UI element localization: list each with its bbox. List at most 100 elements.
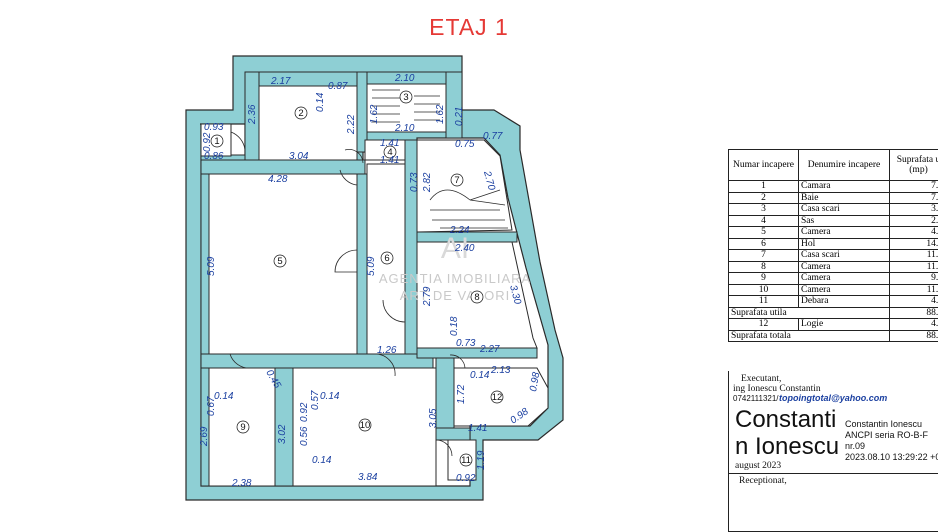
room-label-12: 12 xyxy=(491,391,503,403)
svg-text:5: 5 xyxy=(277,256,282,267)
wall-segment xyxy=(436,428,470,440)
legend-cell: 5 xyxy=(729,227,799,239)
dim-label: 2.79 xyxy=(422,286,433,307)
legend-cell: 2 xyxy=(729,192,799,204)
legend-header: Denumire incapere xyxy=(799,150,890,181)
dim-label: 0.14 xyxy=(315,92,326,112)
floor-plan: AI AGENTIA IMOBILIARA ART DE VALORI 1 2 … xyxy=(0,0,720,527)
dim-label: 0.14 xyxy=(320,391,340,402)
receptionat-label: Receptionat, xyxy=(739,476,787,486)
legend-header-row: Numar incapere Denumire incapere Suprafa… xyxy=(729,150,938,181)
legend-header: Suprafata u (mp) xyxy=(890,150,938,181)
svg-text:2: 2 xyxy=(298,108,303,119)
plan-date: august 2023 xyxy=(735,461,781,471)
dim-label: 2.13 xyxy=(490,365,511,376)
room-label-6: 6 xyxy=(381,252,393,264)
legend-cell: 11.8 xyxy=(890,284,938,296)
legend-cell: 4.2 xyxy=(890,227,938,239)
legend-cell: 88.4 xyxy=(890,307,938,319)
dim-label: 2.24 xyxy=(449,225,470,236)
dim-label: 0.67 xyxy=(206,396,217,416)
legend-cell: 9.5 xyxy=(890,273,938,285)
watermark-line1: AGENTIA IMOBILIARA xyxy=(379,271,531,286)
svg-text:3: 3 xyxy=(403,92,408,103)
legend-cell: 4.9 xyxy=(890,319,938,331)
legend-cell: Casa scari xyxy=(799,204,890,216)
dim-label: 0.56 xyxy=(299,426,310,446)
legend-cell: 3.0 xyxy=(890,204,938,216)
dim-label: 0.73 xyxy=(456,338,476,349)
svg-text:10: 10 xyxy=(360,420,371,431)
legend-cell: Suprafata totala xyxy=(729,330,890,342)
dim-label: 4.28 xyxy=(268,174,288,185)
room-label-8: 8 xyxy=(471,291,483,303)
legend-cell: 88.4 xyxy=(890,330,938,342)
dim-label: 0.18 xyxy=(449,316,460,336)
legend-cell: 14.4 xyxy=(890,238,938,250)
legend-cell: Camera xyxy=(799,227,890,239)
svg-text:9: 9 xyxy=(240,422,245,433)
legend-cell: Sas xyxy=(799,215,890,227)
dim-label: 1.62 xyxy=(369,104,380,124)
legend-cell: 2.0 xyxy=(890,215,938,227)
wall-segment xyxy=(446,72,462,138)
dim-label: 1.62 xyxy=(435,104,446,124)
watermark-line2: ART DE VALORI xyxy=(400,288,511,303)
signer-id: ANCPI seria RO-B-F nr.09 xyxy=(845,430,938,452)
dim-label: 1.19 xyxy=(476,450,487,470)
legend-cell: 12 xyxy=(729,319,799,331)
svg-text:6: 6 xyxy=(384,253,389,264)
dim-label: 0.92 xyxy=(456,473,476,484)
dim-label: 1.41 xyxy=(380,138,399,149)
legend-cell: Logie xyxy=(799,319,890,331)
dim-label: 3.05 xyxy=(428,408,439,428)
legend-cell: 7.8 xyxy=(890,192,938,204)
legend-cell: Suprafata utila xyxy=(729,307,890,319)
signer-big-name: Constanti n Ionescu xyxy=(735,406,845,460)
wall-segment xyxy=(201,354,433,368)
legend-cell: Camera xyxy=(799,284,890,296)
executant-phone: 0742111321/ xyxy=(733,394,779,403)
legend-cell: 4.9 xyxy=(890,296,938,308)
dim-label: 0.14 xyxy=(312,455,332,466)
legend-cell: Camera xyxy=(799,273,890,285)
dim-label: 5.09 xyxy=(366,256,377,276)
legend-cell: Baie xyxy=(799,192,890,204)
dim-label: 2.27 xyxy=(479,344,500,355)
svg-text:8: 8 xyxy=(474,292,479,303)
signer-name: Constantin Ionescu xyxy=(845,419,938,430)
room-label-2: 2 xyxy=(295,107,307,119)
dim-label: 2.40 xyxy=(454,243,475,254)
executant-label: Executant, xyxy=(741,374,781,384)
room-label-3: 3 xyxy=(400,91,412,103)
legend-cell: 4 xyxy=(729,215,799,227)
legend-cell: 3 xyxy=(729,204,799,216)
dim-label: 3.02 xyxy=(277,424,288,444)
dim-label: 0.73 xyxy=(409,172,420,192)
legend-cell: 11 xyxy=(729,296,799,308)
executant-email: topoingtotal@yahoo.com xyxy=(779,393,887,403)
dim-label: 1.26 xyxy=(377,345,397,356)
legend-cell: 1 xyxy=(729,181,799,193)
legend-cell: Camera xyxy=(799,261,890,273)
legend-cell: Hol xyxy=(799,238,890,250)
legend-cell: 7 xyxy=(729,250,799,262)
dim-label: 2.82 xyxy=(422,172,433,193)
room-label-5: 5 xyxy=(274,255,286,267)
wall-segment xyxy=(417,348,537,358)
dim-label: 2.69 xyxy=(199,426,210,447)
legend-header: Numar incapere xyxy=(729,150,799,181)
dim-label: 2.36 xyxy=(247,104,258,125)
dim-label: 0.57 xyxy=(310,390,321,410)
legend-cell: Camara xyxy=(799,181,890,193)
svg-text:1: 1 xyxy=(214,136,219,147)
divider xyxy=(729,473,938,474)
